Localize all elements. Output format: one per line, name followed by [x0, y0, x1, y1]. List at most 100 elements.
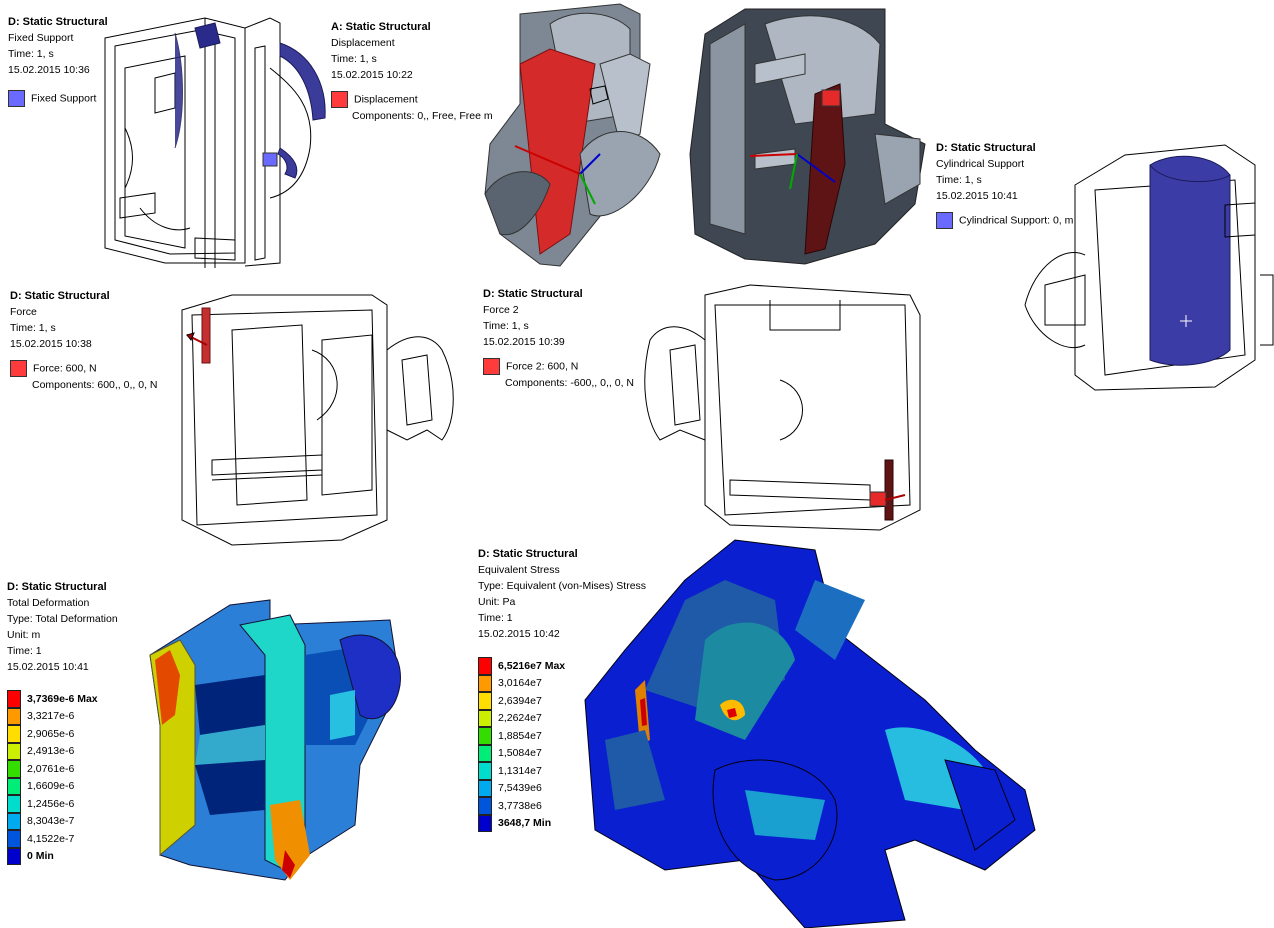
panel-time: Time: 1, s [10, 322, 56, 334]
cylindrical-support-info: D: Static Structural Cylindrical Support… [936, 140, 1073, 229]
deformation-info: D: Static Structural Total Deformation T… [7, 579, 118, 675]
legend-color-swatch [478, 762, 492, 780]
panel-time: Time: 1, s [331, 53, 377, 65]
panel-type: Type: Equivalent (von-Mises) Stress [478, 580, 647, 592]
legend-label: Fixed Support [31, 92, 97, 105]
legend-swatch [10, 360, 27, 377]
legend-value: 3,7369e-6 Max [27, 692, 98, 705]
legend-entry: 1,8854e7 [478, 727, 565, 745]
legend-swatch [483, 358, 500, 375]
legend-entry: 2,2624e7 [478, 709, 565, 727]
legend-value: 1,5084e7 [498, 747, 542, 760]
legend-color-swatch [478, 814, 492, 832]
legend-row: Force 2: 600, N [483, 358, 634, 375]
fixed-support-model[interactable] [95, 8, 340, 273]
displacement-model-back[interactable] [685, 4, 926, 266]
deformation-model[interactable] [140, 595, 405, 885]
legend-value: 2,6394e7 [498, 694, 542, 707]
panel-date: 15.02.2015 10:36 [8, 64, 90, 76]
panel-time: Time: 1, s [483, 320, 529, 332]
legend-label: Displacement [354, 93, 418, 106]
legend-value: 3,3217e-6 [27, 710, 75, 723]
legend-value: 1,6609e-6 [27, 780, 75, 793]
panel-unit: Unit: Pa [478, 596, 516, 608]
legend-value: 3648,7 Min [498, 817, 552, 830]
force2-model[interactable] [640, 280, 925, 538]
legend-value: 2,2624e7 [498, 712, 542, 725]
panel-name: Total Deformation [7, 597, 90, 609]
panel-name: Fixed Support [8, 32, 74, 44]
panel-unit: Unit: m [7, 629, 41, 641]
legend-entry: 4,1522e-7 [7, 830, 98, 848]
legend-color-swatch [7, 707, 21, 725]
legend-value: 1,8854e7 [498, 729, 542, 742]
legend-entry: 0 Min [7, 847, 98, 865]
cylindrical-support-model[interactable] [1015, 125, 1274, 405]
panel-name: Force 2 [483, 304, 519, 316]
legend-entry: 3,0164e7 [478, 674, 565, 692]
legend-color-swatch [7, 760, 21, 778]
legend-color-swatch [478, 674, 492, 692]
legend-value: 8,3043e-7 [27, 815, 75, 828]
panel-title: D: Static Structural [10, 290, 110, 302]
legend-color-swatch [478, 779, 492, 797]
legend-row: Displacement [331, 91, 493, 108]
panel-time: Time: 1, s [8, 48, 54, 60]
legend-components: Components: 0,, Free, Free m [352, 110, 493, 122]
legend-entry: 8,3043e-7 [7, 812, 98, 830]
force-model[interactable] [172, 290, 457, 548]
legend-row: Force: 600, N [10, 360, 158, 377]
panel-date: 15.02.2015 10:39 [483, 336, 565, 348]
stress-info: D: Static Structural Equivalent Stress T… [478, 546, 646, 642]
displacement-info: A: Static Structural Displacement Time: … [331, 19, 493, 124]
panel-time: Time: 1, s [936, 174, 982, 186]
legend-entry: 7,5439e6 [478, 779, 565, 797]
legend-entry: 3648,7 Min [478, 814, 565, 832]
stress-model[interactable] [584, 539, 1043, 928]
legend-row: Fixed Support [8, 90, 108, 107]
legend-color-swatch [478, 709, 492, 727]
legend-label: Force 2: 600, N [506, 360, 579, 373]
legend-components: Components: -600,, 0,, 0, N [505, 377, 634, 389]
legend-value: 2,4913e-6 [27, 745, 75, 758]
panel-date: 15.02.2015 10:41 [7, 661, 89, 673]
legend-value: 2,0761e-6 [27, 762, 75, 775]
legend-value: 1,2456e-6 [27, 797, 75, 810]
panel-name: Displacement [331, 37, 395, 49]
legend-entry: 1,1314e7 [478, 762, 565, 780]
legend-color-swatch [478, 797, 492, 815]
panel-name: Equivalent Stress [478, 564, 560, 576]
legend-value: 3,7738e6 [498, 799, 542, 812]
panel-date: 15.02.2015 10:22 [331, 69, 413, 81]
panel-date: 15.02.2015 10:41 [936, 190, 1018, 202]
legend-color-swatch [478, 727, 492, 745]
legend-value: 7,5439e6 [498, 782, 542, 795]
legend-entry: 1,6609e-6 [7, 777, 98, 795]
legend-color-swatch [7, 795, 21, 813]
legend-swatch [936, 212, 953, 229]
legend-value: 1,1314e7 [498, 764, 542, 777]
legend-color-swatch [7, 847, 21, 865]
displacement-model-front[interactable] [480, 3, 670, 267]
legend-color-swatch [7, 725, 21, 743]
deformation-legend: 3,7369e-6 Max 3,3217e-6 2,9065e-6 2,4913e-6… [7, 690, 98, 865]
legend-entry: 3,7738e6 [478, 797, 565, 815]
legend-color-swatch [478, 692, 492, 710]
legend-entry: 2,0761e-6 [7, 760, 98, 778]
legend-color-swatch [478, 657, 492, 675]
legend-entry: 2,6394e7 [478, 692, 565, 710]
panel-name: Cylindrical Support [936, 158, 1025, 170]
panel-title: A: Static Structural [331, 21, 431, 33]
legend-color-swatch [478, 744, 492, 762]
panel-time: Time: 1 [478, 612, 513, 624]
legend-color-swatch [7, 777, 21, 795]
legend-value: 2,9065e-6 [27, 727, 75, 740]
panel-time: Time: 1 [7, 645, 42, 657]
legend-color-swatch [7, 830, 21, 848]
legend-components: Components: 600,, 0,, 0, N [32, 379, 158, 391]
legend-swatch [331, 91, 348, 108]
force-info: D: Static Structural Force Time: 1, s 15… [10, 288, 158, 393]
legend-value: 3,0164e7 [498, 677, 542, 690]
panel-title: D: Static Structural [483, 288, 583, 300]
panel-name: Force [10, 306, 37, 318]
